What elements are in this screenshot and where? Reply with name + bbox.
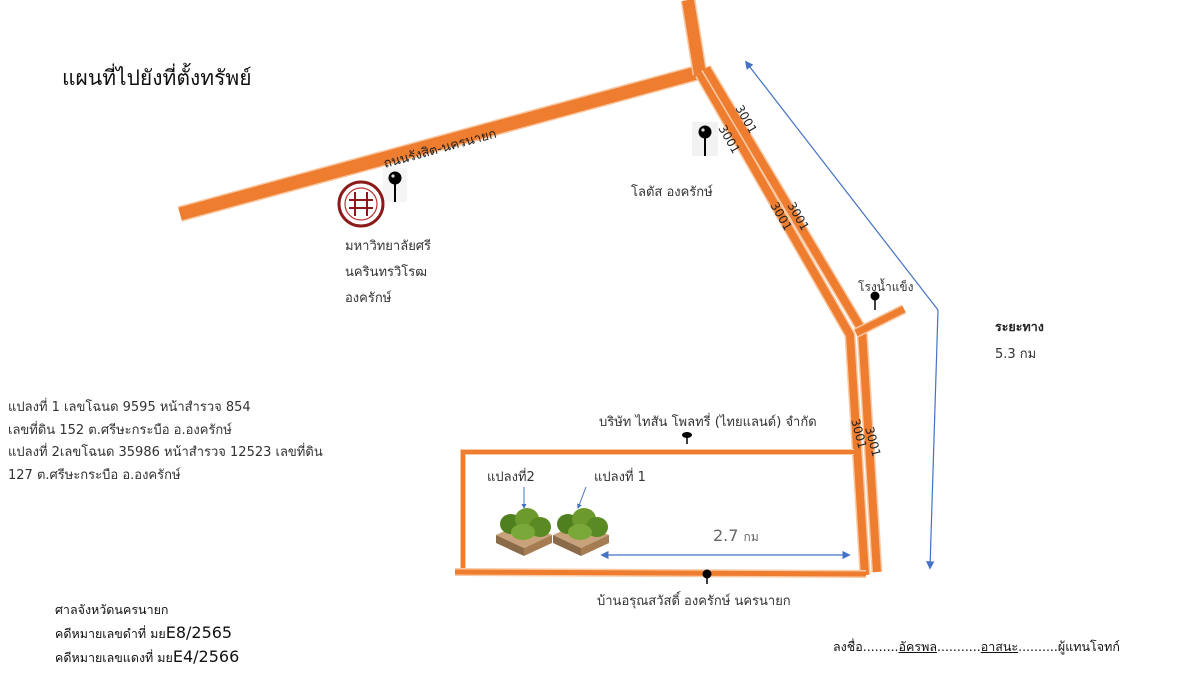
lotus-label: โลตัส องครักษ์ — [631, 185, 713, 200]
total-distance-label: ระยะทาง — [995, 319, 1044, 334]
company-label: บริษัท ไทสัน โพลทรี่ (ไทยแลนด์) จำกัด — [599, 415, 817, 430]
plot1-label: แปลงที่ 1 — [594, 470, 646, 485]
map-title: แผนที่ไปยังที่ตั้งทรัพย์ — [62, 66, 252, 90]
land-info-line: แปลงที่ 2เลขโฉนด 35986 หน้าสำรวจ 12523 เ… — [8, 445, 323, 460]
total-distance-value: 5.3 กม — [995, 347, 1037, 362]
court-name: ศาลจังหวัดนครนายก — [55, 602, 169, 617]
ice-factory-label: โรงน้ำแข็ง — [858, 280, 914, 294]
land-info-line: เลขที่ดิน 152 ต.ศรีษะกระบือ อ.องครักษ์ — [8, 422, 232, 438]
short-distance-value: 2.7 — [713, 526, 739, 545]
black-case-label: คดีหมายเลขดำที่ มย — [55, 626, 166, 641]
signature-dots: ........... — [937, 639, 981, 654]
map-pin-icon — [682, 432, 692, 444]
map-pin-icon — [383, 168, 407, 202]
university-seal-icon — [337, 180, 385, 228]
court-info-block: ศาลจังหวัดนครนายก คดีหมายเลขดำที่ มยE8/2… — [55, 598, 239, 669]
plot1-pointer-arrow — [577, 486, 587, 509]
village-label: บ้านอรุณสวัสดิ์ องครักษ์ นครนายก — [597, 594, 791, 609]
signature-first-name: อัครพล — [898, 639, 937, 654]
signature-role: ผู้แทนโจทก์ — [1057, 639, 1120, 654]
university-label-line: องครักษ์ — [345, 291, 392, 306]
map-pin-icon — [870, 291, 880, 310]
land-plot-2-icon — [496, 508, 552, 556]
black-case-number: E8/2565 — [165, 623, 233, 642]
short-distance-label: 2.7 กม — [713, 526, 759, 547]
land-info-line: แปลงที่ 1 เลขโฉนด 9595 หน้าสำรวจ 854 — [8, 400, 251, 415]
total-distance-arrow — [744, 60, 939, 311]
black-case-line: คดีหมายเลขดำที่ มยE8/2565 — [55, 621, 239, 645]
red-case-number: E4/2566 — [172, 647, 240, 666]
map-pin-icon — [692, 122, 718, 156]
university-label-line: มหาวิทยาลัยศรี — [345, 239, 432, 254]
plot2-label: แปลงที่2 — [487, 470, 535, 485]
road-north-segment — [680, 0, 708, 76]
red-case-line: คดีหมายเลขแดงที่ มยE4/2566 — [55, 645, 239, 669]
road-ice-factory-branch — [853, 304, 907, 338]
signature-line: ลงชื่อ.........อัครพล...........อาสนะ...… — [833, 637, 1120, 657]
signature-prefix: ลงชื่อ......... — [833, 639, 899, 654]
road-3001-left — [695, 71, 871, 576]
short-distance-unit: กม — [743, 530, 759, 544]
land-info-line: 127 ต.ศรีษะกระบือ อ.องครักษ์ — [8, 467, 181, 483]
university-label: มหาวิทยาลัยศรี นครินทรวิโรฒ องครักษ์ — [345, 234, 431, 312]
land-plot-1-icon — [553, 508, 609, 556]
red-case-label: คดีหมายเลขแดงที่ มย — [55, 650, 173, 665]
road-rangsit-nakhonnayok — [177, 64, 703, 222]
university-label-line: นครินทรวิโรฒ — [345, 265, 428, 280]
signature-dots: .......... — [1018, 639, 1058, 654]
land-info-block: แปลงที่ 1 เลขโฉนด 9595 หน้าสำรวจ 854 เลข… — [8, 397, 323, 487]
map-pin-icon — [702, 569, 712, 584]
total-distance-arrow — [926, 309, 939, 570]
signature-last-name: อาสนะ — [980, 639, 1019, 654]
property-boundary — [454, 449, 867, 578]
